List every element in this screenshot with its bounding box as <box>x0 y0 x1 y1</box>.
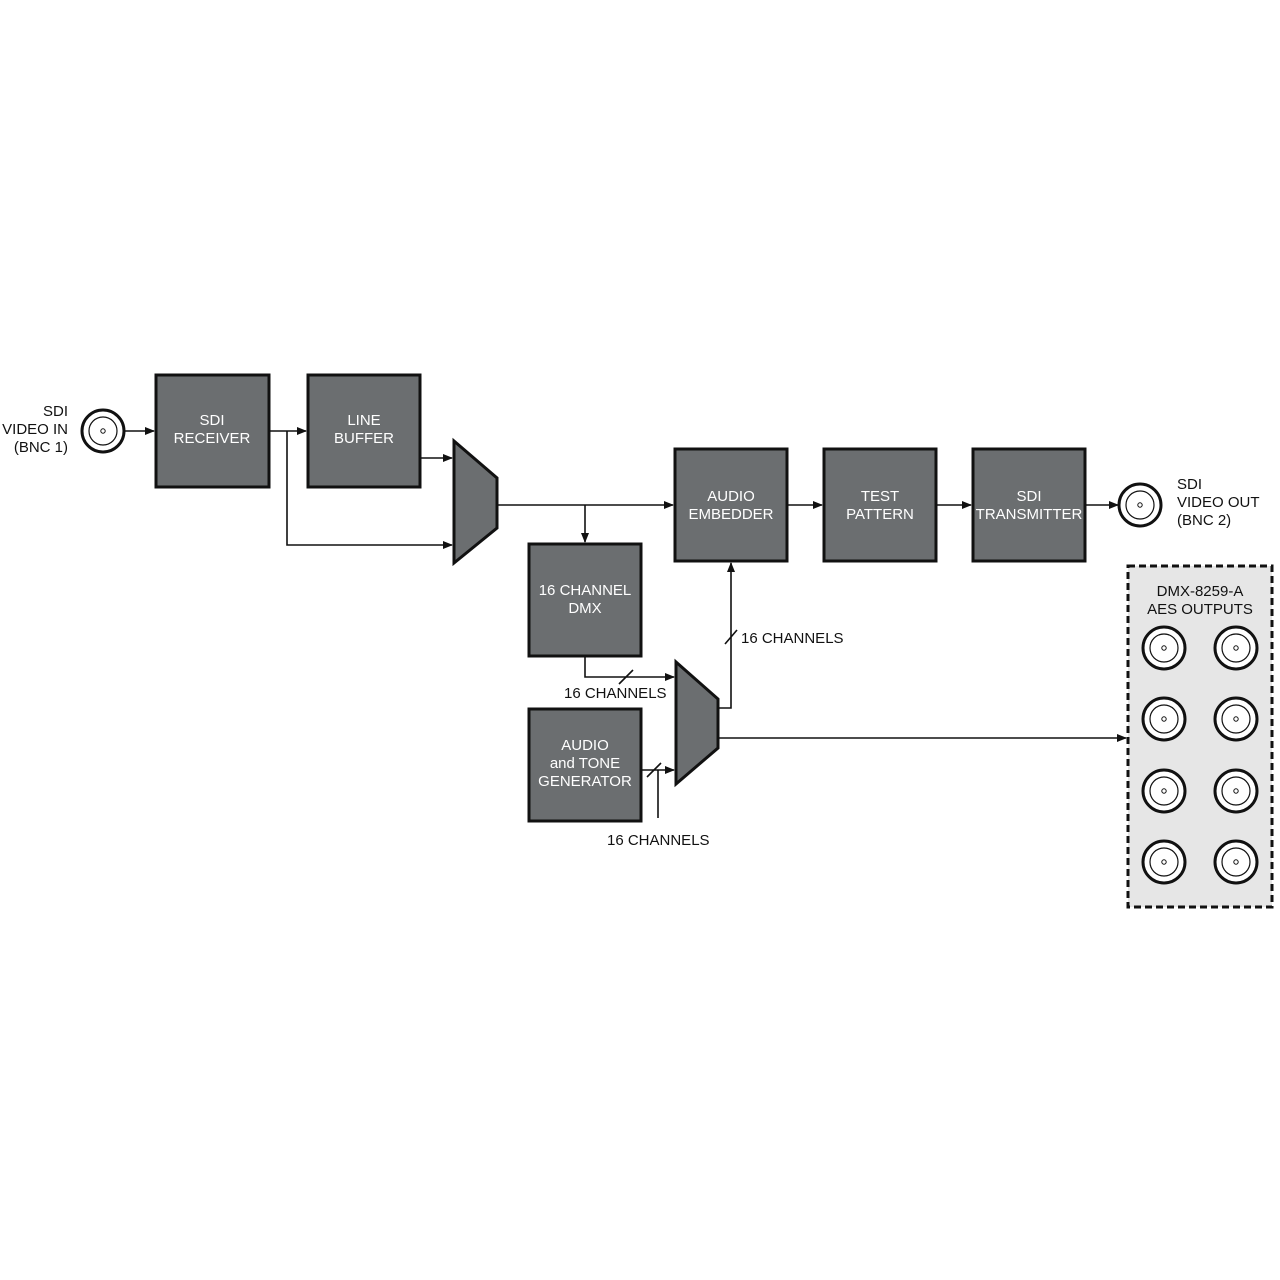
dmx-16-channel-block: 16 CHANNEL DMX <box>527 542 643 658</box>
bus-label-dmx-out: 16 CHANNELS <box>564 685 667 702</box>
generator-label-1: AUDIO <box>561 737 609 754</box>
generator-label-3: GENERATOR <box>538 773 632 790</box>
aes-outputs-panel: DMX-8259-A AES OUTPUTS <box>1126 564 1274 909</box>
line-buffer-label-1: LINE <box>347 412 380 429</box>
output-label-line1: SDI <box>1177 476 1202 493</box>
output-label-line2: VIDEO OUT <box>1177 494 1260 511</box>
aes-bnc-connector-icon <box>1141 625 1187 671</box>
bnc-output-connector-icon <box>1117 482 1163 528</box>
line-buffer-label-2: BUFFER <box>334 430 394 447</box>
sdi-receiver-label-1: SDI <box>199 412 224 429</box>
signal-wires <box>124 427 1127 818</box>
input-label-line1: SDI <box>43 403 68 420</box>
aes-bnc-connector-icon <box>1213 625 1259 671</box>
audio-mux-icon <box>674 658 720 788</box>
test-pattern-label-1: TEST <box>861 488 899 505</box>
aes-bnc-connector-icon <box>1141 696 1187 742</box>
aes-bnc-connector-icon <box>1213 768 1259 814</box>
aes-panel-title-line1: DMX-8259-A <box>1157 583 1244 600</box>
dmx-label-1: 16 CHANNEL <box>539 582 632 599</box>
sdi-receiver-label-2: RECEIVER <box>174 430 251 447</box>
generator-label-2: and TONE <box>550 755 620 772</box>
aes-bnc-connector-icon <box>1141 839 1187 885</box>
video-mux-icon <box>452 437 499 567</box>
aes-bnc-connector-icon <box>1213 696 1259 742</box>
sdi-transmitter-block: SDI TRANSMITTER <box>971 447 1087 563</box>
audio-embedder-label-2: EMBEDDER <box>688 506 773 523</box>
audio-embedder-block: AUDIO EMBEDDER <box>673 447 789 563</box>
dmx-label-2: DMX <box>568 600 601 617</box>
aes-panel-title-line2: AES OUTPUTS <box>1147 601 1253 618</box>
bnc-input-connector-icon <box>80 408 126 454</box>
sdi-transmitter-label-1: SDI <box>1016 488 1041 505</box>
output-label-line3: (BNC 2) <box>1177 512 1231 529</box>
audio-tone-generator-block: AUDIO and TONE GENERATOR <box>527 707 643 823</box>
audio-embedder-label-1: AUDIO <box>707 488 755 505</box>
sdi-receiver-block: SDI RECEIVER <box>154 373 271 489</box>
input-label-line2: VIDEO IN <box>2 421 68 438</box>
aes-bnc-connector-icon <box>1141 768 1187 814</box>
input-label-line3: (BNC 1) <box>14 439 68 456</box>
aes-bnc-connector-icon <box>1213 839 1259 885</box>
bus-label-generator-out: 16 CHANNELS <box>607 832 710 849</box>
line-buffer-block: LINE BUFFER <box>306 373 422 489</box>
test-pattern-block: TEST PATTERN <box>822 447 938 563</box>
test-pattern-label-2: PATTERN <box>846 506 914 523</box>
sdi-transmitter-label-2: TRANSMITTER <box>976 506 1083 523</box>
aes-connector-grid <box>1141 625 1259 885</box>
bus-label-embedder-in: 16 CHANNELS <box>741 630 844 647</box>
